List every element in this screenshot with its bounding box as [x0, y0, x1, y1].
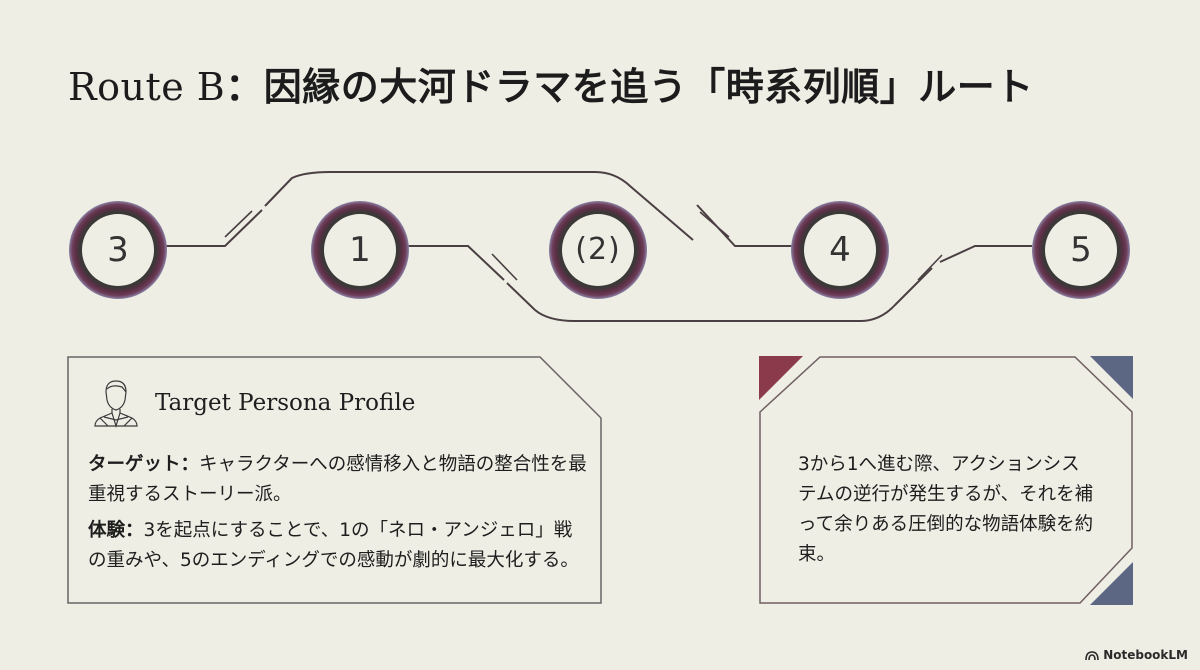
note-card-text: 3から1へ進む際、アクションシステムの逆行が発生するが、それを補って余りある圧倒…: [798, 454, 1094, 565]
connector-break-mark: [208, 212, 258, 258]
accent-triangle-blue-top: [1090, 356, 1133, 399]
persona-item-target: ターゲット：キャラクターへの感情移入と物語の整合性を最重視するストーリー派。: [88, 454, 587, 505]
node-label-3: 3: [107, 230, 129, 270]
brand-label: NotebookLM: [1103, 648, 1188, 662]
page-title: Route B：因縁の大河ドラマを追う「時系列順」ルート: [68, 62, 1034, 112]
persona-card-heading: Target Persona Profile: [155, 390, 416, 416]
accent-triangle-blue-bottom: [1090, 562, 1133, 605]
title-separator: ：: [225, 65, 264, 109]
persona-item-experience: 体験：3を起点にすることで、1の「ネロ・アンジェロ」戦の重みや、5のエンディング…: [88, 520, 579, 571]
persona-card-frame: [67, 356, 602, 604]
notebooklm-logo-icon: [1085, 650, 1099, 660]
brand-watermark: NotebookLM: [1085, 648, 1188, 662]
node-label-4: 4: [829, 230, 851, 270]
note-card-frame: [759, 356, 1133, 605]
node-label-2: (2): [575, 232, 621, 267]
persona-card-body: ターゲット：キャラクターへの感情移入と物語の整合性を最重視するストーリー派。 体…: [88, 450, 588, 582]
accent-triangle-red: [759, 356, 803, 400]
title-main: 因縁の大河ドラマを追う「時系列順」ルート: [263, 65, 1034, 109]
node-3: [69, 201, 167, 299]
person-bust-icon: [92, 378, 140, 432]
route-connectors: [166, 171, 1032, 322]
node-1: [311, 201, 409, 299]
node-label-1: 1: [349, 230, 371, 270]
node-2: [549, 201, 647, 299]
title-route: Route B: [68, 65, 226, 109]
connector-3-to-top: [166, 209, 263, 247]
node-label-5: 5: [1070, 230, 1092, 270]
node-5: [1032, 201, 1130, 299]
node-4: [791, 201, 889, 299]
